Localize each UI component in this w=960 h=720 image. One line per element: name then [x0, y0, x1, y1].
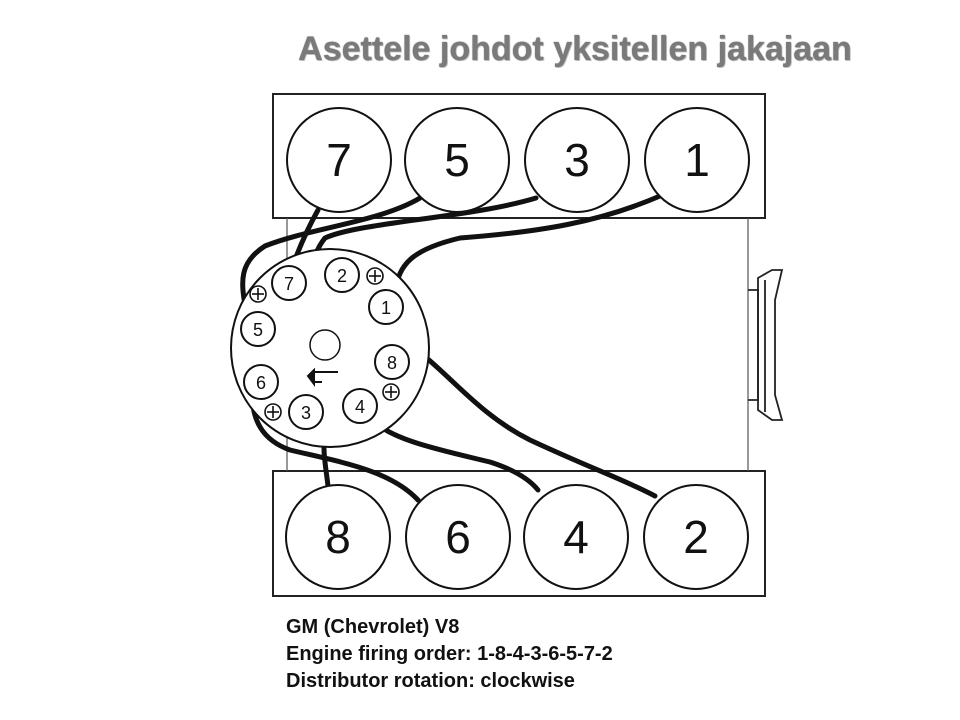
caption-engine: GM (Chevrolet) V8 — [286, 616, 460, 638]
ground-symbols — [249, 267, 400, 421]
svg-text:7: 7 — [326, 134, 352, 186]
svg-text:3: 3 — [564, 134, 590, 186]
distributor-terminal-7: 7 — [271, 265, 307, 301]
cylinder-5: 5 — [404, 107, 510, 213]
distributor-terminal-5: 5 — [240, 311, 276, 347]
ground-symbol-icon — [366, 267, 384, 285]
bottom-bank-cylinders: 8 6 4 2 — [285, 484, 749, 590]
top-cylinder-bank — [272, 93, 766, 219]
cylinder-3: 3 — [524, 107, 630, 213]
svg-text:1: 1 — [684, 134, 710, 186]
rotor-center — [309, 329, 341, 361]
title-text: Asettele johdot yksitellen jakajaan — [298, 30, 852, 68]
svg-text:4: 4 — [563, 511, 589, 563]
ground-symbol-icon — [249, 285, 267, 303]
ground-symbol-icon — [382, 383, 400, 401]
caption-rotation: Distributor rotation: clockwise — [286, 670, 575, 692]
distributor-terminal-8: 8 — [374, 344, 410, 380]
rotation-arrow-icon — [306, 367, 338, 387]
wire-cyl-5 — [240, 195, 423, 313]
page-title: Asettele johdot yksitellen jakajaan — [0, 30, 960, 69]
wire-cyl-1 — [392, 193, 663, 293]
svg-text:8: 8 — [325, 511, 351, 563]
top-bank-cylinders: 7 5 3 1 — [286, 107, 750, 213]
svg-text:6: 6 — [445, 511, 471, 563]
wire-cyl-6 — [249, 389, 421, 503]
distributor-terminal-4: 4 — [342, 388, 378, 424]
cylinder-2: 2 — [643, 484, 749, 590]
svg-text:1: 1 — [381, 298, 391, 318]
svg-text:5: 5 — [444, 134, 470, 186]
distributor-terminal-6: 6 — [243, 364, 279, 400]
ground-symbol-icon — [264, 403, 282, 421]
caption-firing-order: Engine firing order: 1-8-4-3-6-5-7-2 — [286, 643, 613, 665]
wire-cyl-4 — [367, 415, 541, 493]
crank-pulley — [748, 269, 784, 421]
svg-text:3: 3 — [301, 403, 311, 423]
svg-text:8: 8 — [387, 353, 397, 373]
svg-text:5: 5 — [253, 320, 263, 340]
svg-text:2: 2 — [683, 511, 709, 563]
cylinder-4: 4 — [523, 484, 629, 590]
diagram-caption: GM (Chevrolet) V8 Engine firing order: 1… — [286, 614, 613, 695]
distributor-terminal-1: 1 — [368, 289, 404, 325]
cylinder-7: 7 — [286, 107, 392, 213]
svg-text:6: 6 — [256, 373, 266, 393]
svg-text:4: 4 — [355, 397, 365, 417]
distributor-terminal-2: 2 — [324, 257, 360, 293]
svg-text:7: 7 — [284, 274, 294, 294]
distributor-terminal-3: 3 — [288, 394, 324, 430]
svg-text:2: 2 — [337, 266, 347, 286]
cylinder-8: 8 — [285, 484, 391, 590]
distributor-terminals: 7 2 1 5 8 6 3 4 — [240, 257, 410, 430]
bottom-cylinder-bank — [272, 470, 766, 597]
cylinder-1: 1 — [644, 107, 750, 213]
cylinder-6: 6 — [405, 484, 511, 590]
